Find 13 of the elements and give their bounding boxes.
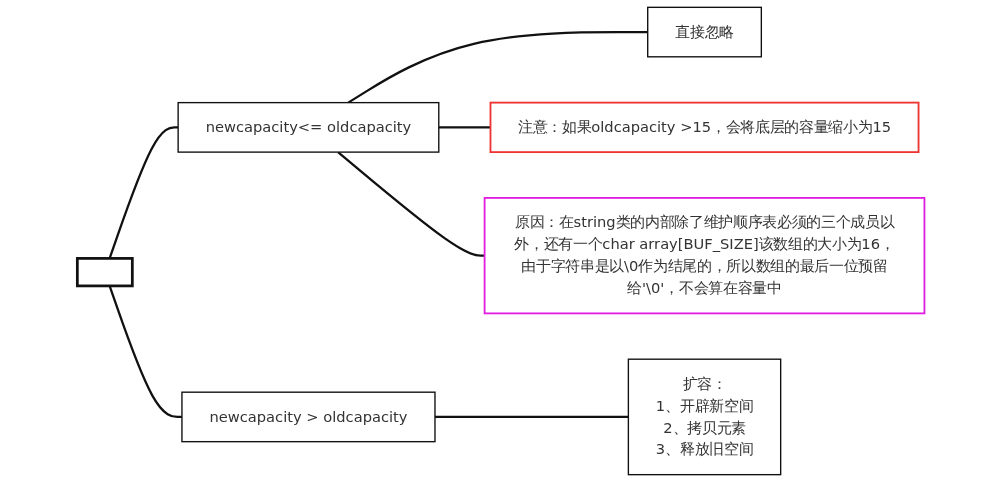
connector bbox=[108, 126, 179, 259]
node-bar bbox=[76, 257, 134, 288]
connector bbox=[347, 30, 648, 104]
node-box: 原因：在string类的内部除了维护顺序表必须的三个成员以外，还有一个char array[BUF_SIZE]该数组的大小为16，由于字符串是以\0作为结尾的，所以数组的最后一位预留给'\0'，不会算在容量中 bbox=[483, 197, 926, 315]
connector bbox=[435, 415, 629, 419]
node-box: newcapacity<= oldcapacity bbox=[177, 101, 440, 153]
connector bbox=[108, 285, 183, 419]
connector bbox=[337, 151, 485, 257]
node-box: 扩容： 1、开辟新空间 2、拷贝元素 3、释放旧空间 bbox=[627, 358, 782, 476]
node-box: newcapacity > oldcapacity bbox=[181, 391, 436, 443]
node-box: 直接忽略 bbox=[647, 6, 763, 58]
connector bbox=[438, 126, 491, 129]
node-box: 注意：如果oldcapacity >15，会将底层的容量缩小为15 bbox=[489, 101, 920, 154]
